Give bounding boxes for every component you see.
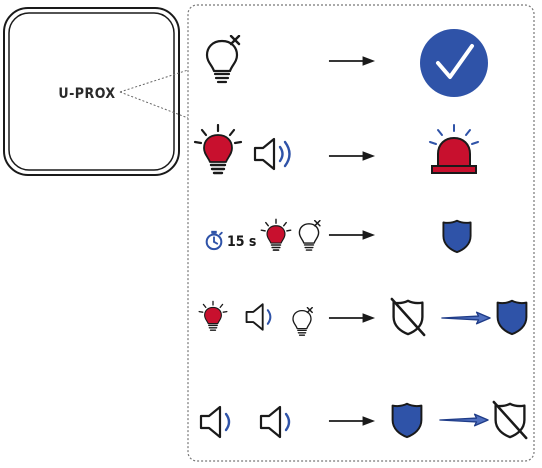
row-5 xyxy=(199,400,528,440)
light-bulb-red-icon xyxy=(260,218,292,251)
arrow-right-icon xyxy=(328,150,376,162)
shield-crossed-icon xyxy=(492,400,528,440)
shield-blue-icon xyxy=(391,402,423,439)
arrow-right-icon xyxy=(328,55,376,67)
speaker-quiet-icon xyxy=(259,405,291,439)
device-outer-frame xyxy=(3,7,180,176)
stopwatch-icon xyxy=(205,229,223,251)
shield-blue-icon xyxy=(442,219,472,254)
row-2 xyxy=(193,124,479,175)
row-3: 15 s xyxy=(205,218,472,254)
arrow-right-icon xyxy=(328,415,376,427)
callout-line-bottom xyxy=(119,91,189,119)
siren-red-icon xyxy=(429,124,479,174)
shield-blue-icon xyxy=(496,299,528,336)
light-bulb-red-icon xyxy=(193,124,243,175)
arrow-right-icon xyxy=(328,229,376,241)
row-4 xyxy=(198,297,528,337)
row-1 xyxy=(205,29,488,97)
light-bulb-off-icon xyxy=(298,220,321,251)
speaker-quiet-icon xyxy=(199,405,231,439)
timer-label: 15 s xyxy=(227,234,256,250)
device-label: U-PROX xyxy=(58,86,115,102)
light-bulb-off-icon xyxy=(205,35,241,84)
device-inner-frame xyxy=(8,12,175,171)
scenario-panel xyxy=(187,4,535,462)
light-bulb-off-icon xyxy=(292,307,313,336)
speaker-loud-icon xyxy=(253,137,291,171)
blue-arrow-icon xyxy=(439,413,489,427)
shield-crossed-icon xyxy=(390,297,426,337)
speaker-quiet-icon xyxy=(245,303,272,331)
arrow-right-icon xyxy=(328,312,376,324)
check-circle-icon xyxy=(420,29,488,97)
light-bulb-red-icon xyxy=(198,300,228,331)
blue-arrow-icon xyxy=(441,311,491,325)
